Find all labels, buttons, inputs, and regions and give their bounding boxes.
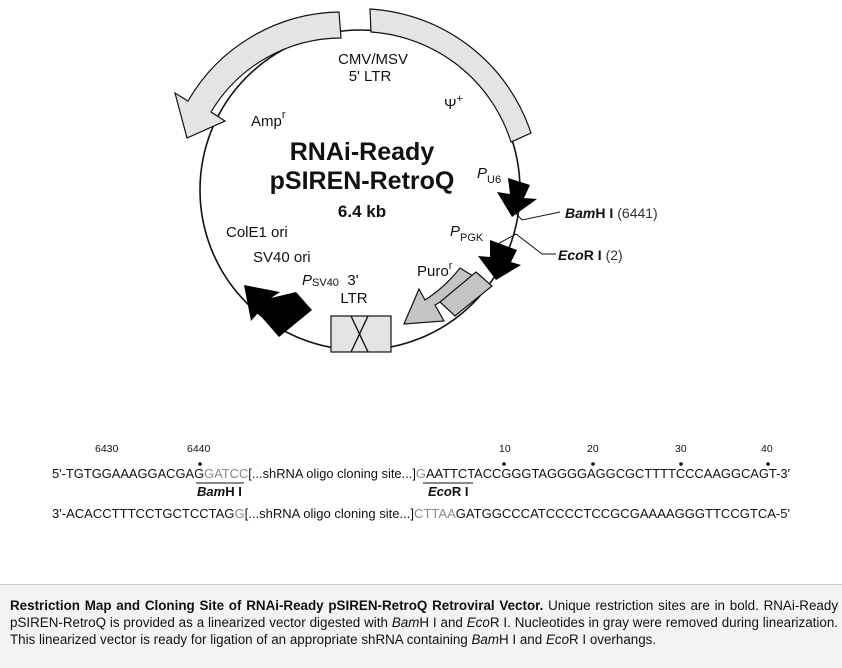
cloning-site-sequence: 6430 6440 10 20 30 40 5'-TGTGGAAAGGACGAG… xyxy=(52,443,790,521)
cmv-msv-5ltr-segment xyxy=(369,8,532,143)
ecori-site-label: EcoR I(2) xyxy=(558,247,623,263)
top-strand: 5'-TGTGGAAAGGACGAGGATCC[...shRNA oligo c… xyxy=(52,466,790,481)
psv40-promoter-arrow xyxy=(244,285,312,337)
ecori-seq-label: EcoR I xyxy=(428,484,468,499)
cmv-label-line1: CMV/MSV xyxy=(338,51,408,68)
colE1-ori-label: ColE1 ori xyxy=(226,224,288,241)
position-dot xyxy=(502,462,506,466)
position-dot xyxy=(591,462,595,466)
position-number: 30 xyxy=(675,443,687,455)
caption-title: Restriction Map and Cloning Site of RNAi… xyxy=(10,598,544,613)
bamhi-leader-line xyxy=(507,204,561,221)
map-title-line1: RNAi-Ready xyxy=(290,138,435,166)
position-number: 6430 xyxy=(95,443,119,455)
position-dot xyxy=(679,462,683,466)
position-number: 6440 xyxy=(187,443,211,455)
plasmid-map: RNAi-Ready pSIREN-RetroQ 6.4 kb CMV/MSV … xyxy=(174,8,658,353)
bottom-strand: 3'-ACACCTTTCCTGCTCCTAGG[...shRNA oligo c… xyxy=(52,506,790,521)
3ltr-label-line2: LTR xyxy=(340,290,367,307)
position-dot xyxy=(766,462,770,466)
bamhi-site-label: BamH I(6441) xyxy=(565,205,658,221)
position-dot xyxy=(198,462,202,466)
pu6-promoter-arrow xyxy=(497,178,537,217)
ampr-label: Ampr xyxy=(251,109,286,130)
bamhi-seq-label: BamH I xyxy=(197,484,242,499)
caption-box: Restriction Map and Cloning Site of RNAi… xyxy=(0,584,842,668)
3ltr-segment xyxy=(330,315,392,353)
position-number: 10 xyxy=(499,443,511,455)
position-number: 20 xyxy=(587,443,599,455)
psv40-label: PSV40 xyxy=(302,272,339,289)
puror-label: Puror xyxy=(417,260,453,280)
map-title-line2: pSIREN-RetroQ xyxy=(270,167,455,195)
map-size: 6.4 kb xyxy=(338,202,386,221)
psi-label: Ψ+ xyxy=(444,93,463,113)
cmv-label-line2: 5' LTR xyxy=(349,68,392,85)
pu6-label: PU6 xyxy=(477,165,501,186)
sv40-ori-label: SV40 ori xyxy=(253,249,311,266)
ppgk-promoter-arrow xyxy=(478,240,521,280)
ampr-arrow xyxy=(174,11,342,139)
ppgk-label: PPGK xyxy=(450,223,484,244)
figure-caption: Restriction Map and Cloning Site of RNAi… xyxy=(10,598,839,647)
position-number: 40 xyxy=(761,443,773,455)
ecori-leader-line xyxy=(495,233,556,255)
3ltr-label-line1: 3' xyxy=(347,272,358,289)
